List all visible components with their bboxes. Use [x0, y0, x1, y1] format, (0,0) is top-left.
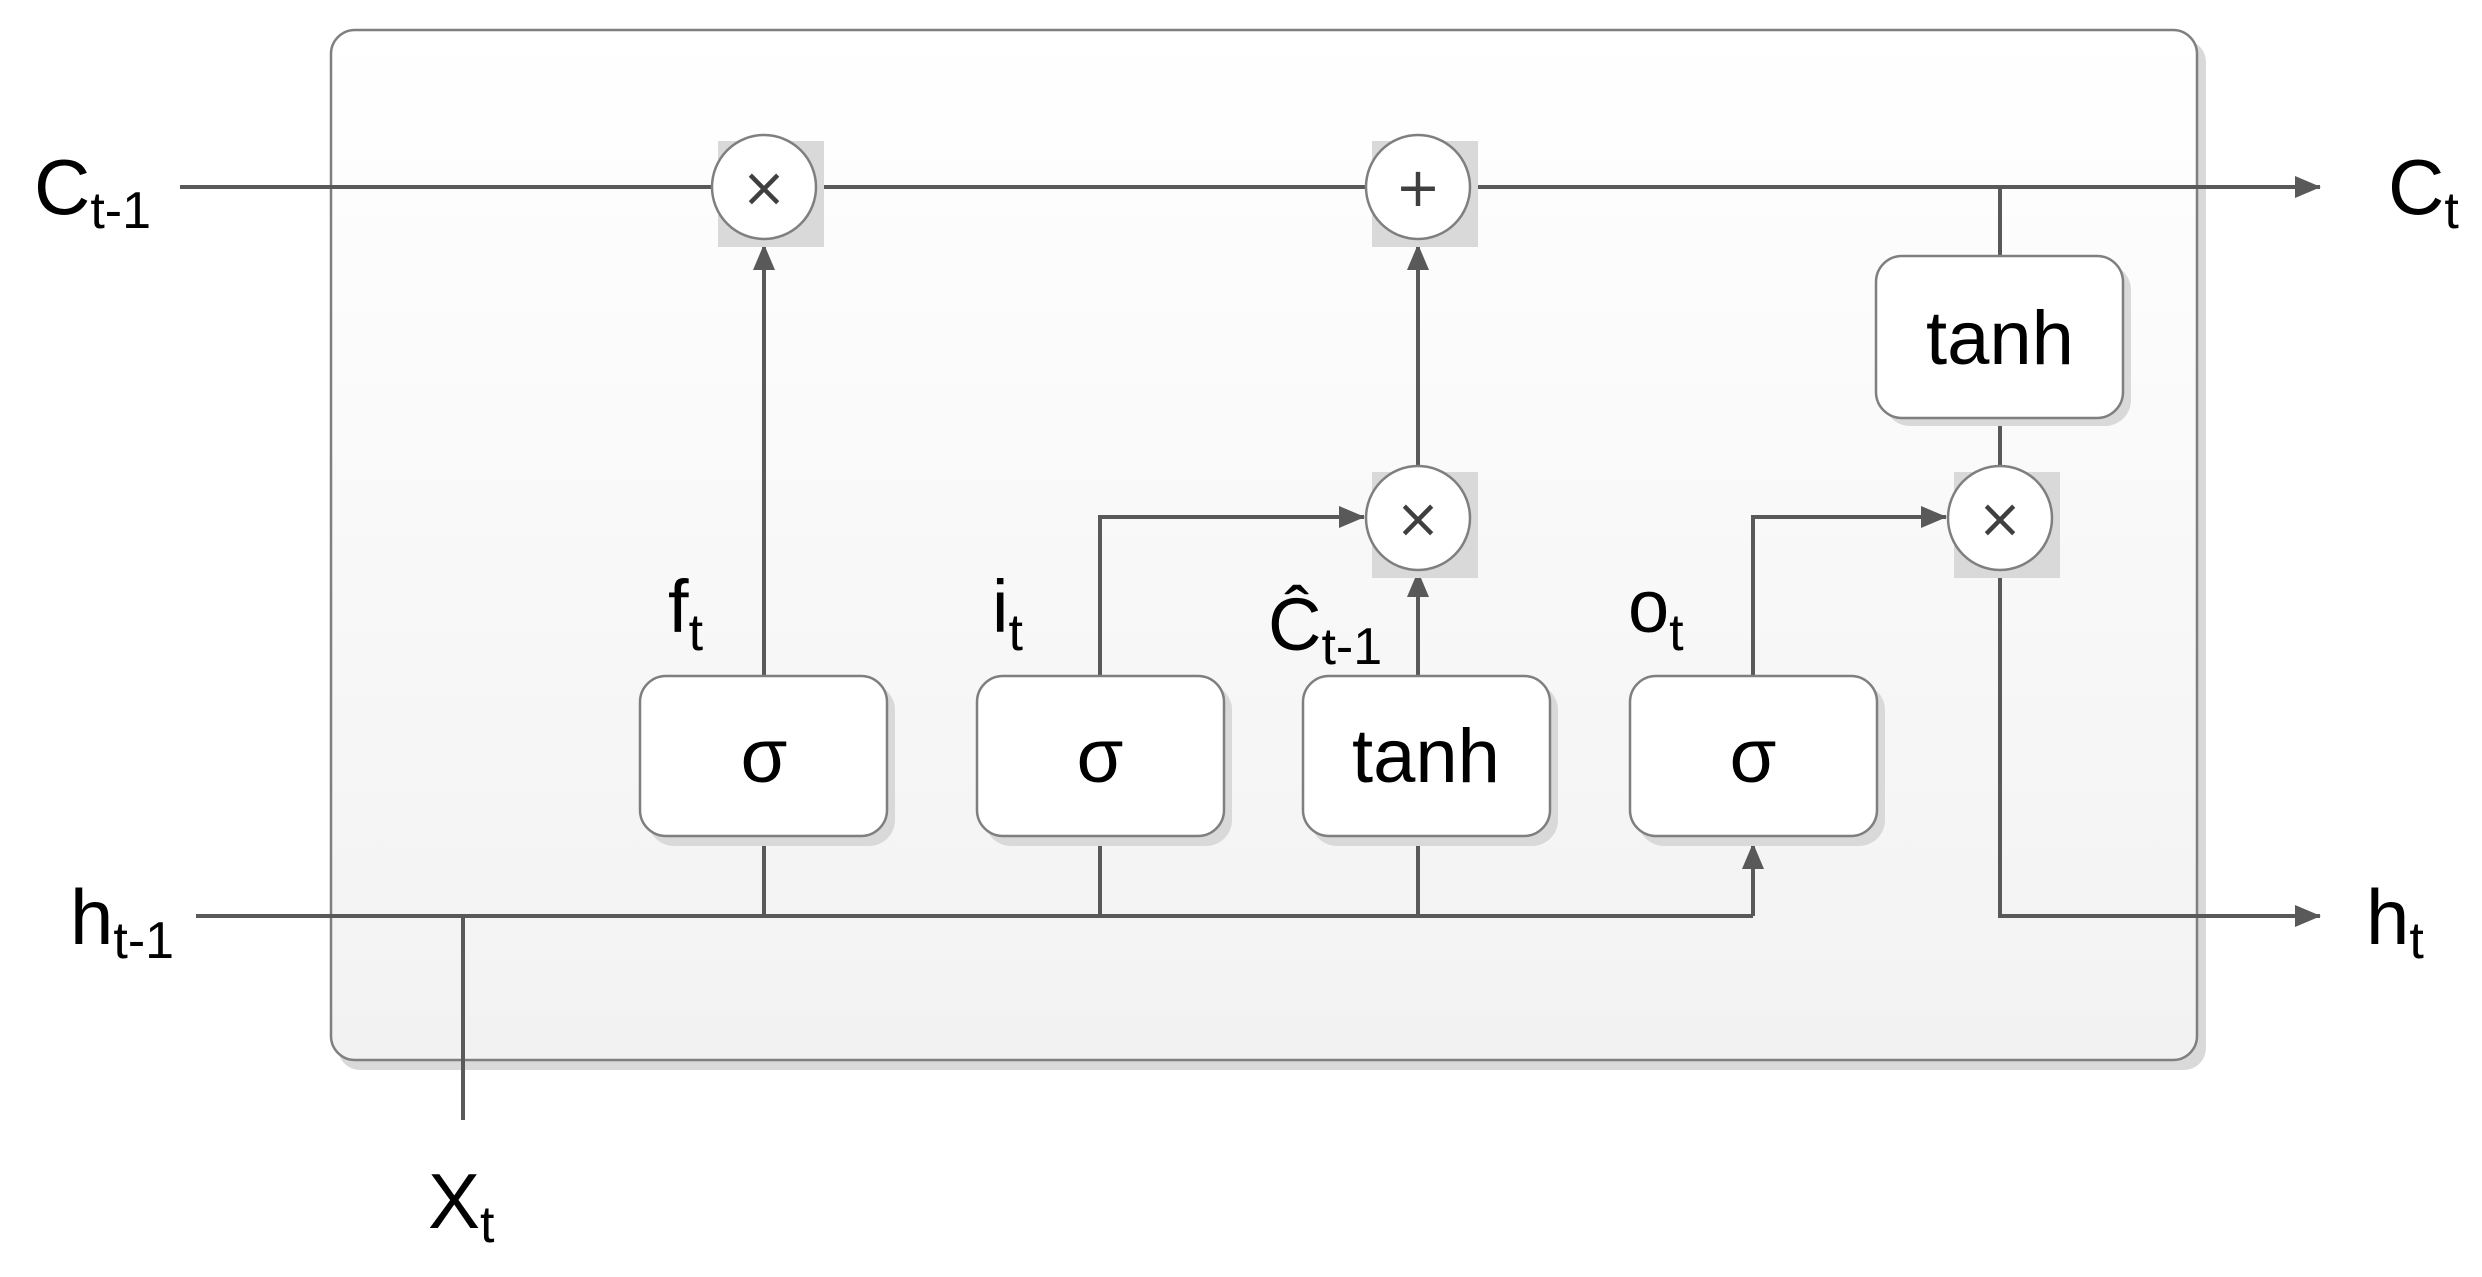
hidden-state-input-label: ht-1 [70, 873, 174, 970]
output-multiply-symbol: × [1977, 487, 2022, 550]
input-multiply-symbol: × [1395, 487, 1440, 550]
candidate-gate-symbol: tanh [1352, 714, 1500, 799]
input-gate-symbol: σ [1077, 714, 1124, 799]
cell-add-operator: + [1364, 133, 1478, 247]
input-gate-wire [1098, 506, 1365, 676]
cell-tanh-symbol: tanh [1926, 296, 2074, 381]
input-gate: σ [975, 674, 1232, 846]
output-gate: σ [1628, 674, 1885, 846]
hidden-state-out-wire [1998, 570, 2321, 927]
output-gate-label: ot [1628, 565, 1684, 662]
wires [180, 176, 2321, 1120]
forget-multiply-operator: × [710, 133, 824, 247]
output-gate-symbol: σ [1730, 714, 1777, 799]
candidate-gate: tanh [1301, 674, 1558, 846]
forget-gate-label: ft [668, 565, 704, 662]
cell-state-output-label: Ct [2388, 143, 2459, 240]
forget-gate: σ [638, 674, 895, 846]
forget-multiply-symbol: × [741, 156, 786, 219]
hidden-state-output-label: ht [2366, 873, 2424, 970]
forget-gate-symbol: σ [741, 714, 788, 799]
output-multiply-operator: × [1946, 464, 2060, 578]
candidate-gate-label: Ĉt-1 [1268, 583, 1382, 676]
x-input-label: Xt [428, 1157, 495, 1254]
input-gate-label: it [992, 565, 1023, 662]
cell-state-input-label: Ct-1 [34, 143, 151, 240]
input-multiply-operator: × [1364, 464, 1478, 578]
output-gate-wire [1751, 506, 1947, 676]
cell-add-symbol: + [1395, 156, 1440, 219]
cell-tanh-box: tanh [1874, 254, 2131, 426]
